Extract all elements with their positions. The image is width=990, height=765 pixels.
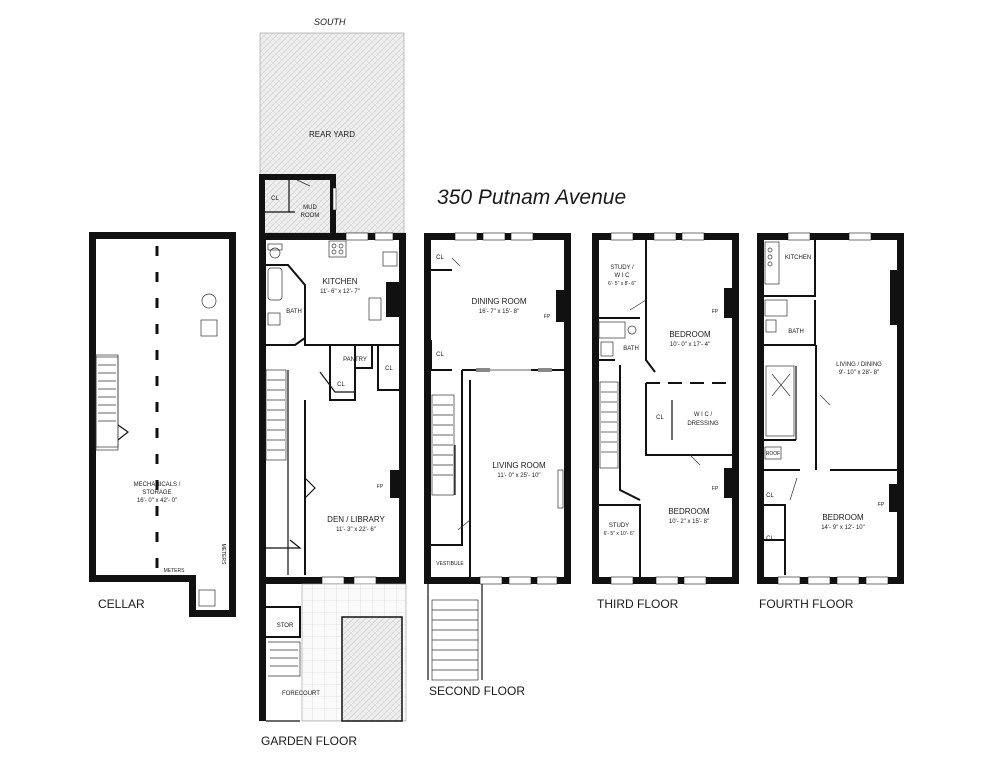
fourth-bedroom-dim: 14'- 9" x 12'- 10" — [821, 525, 865, 531]
fourth-fp-label: FP — [878, 502, 885, 508]
third-wic-label-2: DRESSING — [687, 421, 719, 427]
garden-floor-plan: REAR YARD CL MUD ROOM — [259, 32, 407, 748]
garden-cl3-label: CL — [385, 366, 393, 372]
third-bedroom2-dim: 10'- 2" x 15'- 8" — [669, 519, 709, 525]
dining-room-label: DINING ROOM — [471, 297, 526, 306]
cellar-meters-label: METERS — [164, 568, 186, 574]
cellar-storage-label: STORAGE — [142, 490, 171, 496]
rear-yard-area — [259, 32, 405, 234]
second-floor-name: SECOND FLOOR — [429, 684, 525, 698]
garden-bath-label: BATH — [286, 309, 302, 315]
den-library-label: DEN / LIBRARY — [327, 515, 385, 524]
cellar-plan: MECHANICALS / STORAGE 16'- 0" x 42'- 0" … — [89, 232, 236, 617]
third-study-wic-dim: 6'- 5" x 8'- 6" — [608, 281, 636, 287]
garden-floor-name: GARDEN FLOOR — [261, 734, 357, 748]
second-floor-plan: CL CL FP DINING ROOM 16'- 7" x 15'- 8" L… — [424, 232, 571, 698]
second-cl2-label: CL — [436, 352, 444, 358]
cellar-mechanicals-label: MECHANICALS / — [134, 482, 181, 488]
third-fp1-label: FP — [712, 309, 719, 315]
third-cl-label: CL — [656, 415, 664, 421]
fourth-living-dim: 9'- 10" x 28'- 8" — [839, 370, 879, 376]
cellar-floor-name: CELLAR — [98, 597, 145, 611]
second-cl1-label: CL — [436, 255, 444, 261]
den-library-dim: 11'- 3" x 22'- 6" — [336, 527, 376, 533]
third-study-wic-label-2: W I C — [615, 273, 631, 279]
third-bedroom1-dim: 10'- 0" x 17'- 4" — [670, 342, 710, 348]
cellar-walls — [89, 232, 236, 617]
mud-room-label-1: MUD — [303, 205, 317, 211]
third-bedroom1-label: BEDROOM — [669, 330, 711, 339]
second-fp-label: FP — [544, 314, 551, 320]
fourth-cl1-label: CL — [766, 493, 774, 499]
third-study2-dim: 6'- 5" x 10'- 6" — [604, 531, 635, 537]
third-floor-name: THIRD FLOOR — [597, 597, 679, 611]
cellar-mechanicals-dim: 16'- 0" x 42'- 0" — [137, 498, 177, 504]
plan-title: 350 Putnam Avenue — [437, 186, 626, 209]
pantry-label: PANTRY — [343, 357, 367, 363]
living-room-dim: 11'- 0" x 25'- 10" — [497, 473, 540, 479]
third-bath-label: BATH — [623, 346, 639, 352]
fourth-roof-label: ROOF — [766, 451, 780, 457]
garden-cl2-label: CL — [337, 382, 345, 388]
third-study2-label: STUDY — [609, 523, 629, 529]
fourth-bedroom-label: BEDROOM — [822, 513, 864, 522]
third-bedroom2-label: BEDROOM — [668, 507, 710, 516]
orientation-label: SOUTH — [314, 17, 346, 27]
third-study-wic-label-1: STUDY / — [610, 265, 634, 271]
garden-kitchen-dim: 11'- 6" x 12'- 7" — [320, 289, 360, 295]
cellar-meters-vertical-label: METERS — [220, 544, 226, 566]
living-room-label: LIVING ROOM — [492, 461, 546, 470]
garden-cl-label: CL — [271, 196, 279, 202]
third-wic-label-1: W I C / — [694, 412, 713, 418]
fourth-kitchen-label: KITCHEN — [785, 255, 811, 261]
dining-room-dim: 16'- 7" x 15'- 8" — [479, 309, 519, 315]
fourth-floor-plan: KITCHEN BATH LIVING / DINING 9'- 10" x 2… — [757, 232, 904, 611]
mud-room-label-2: ROOM — [301, 213, 320, 219]
fourth-living-label: LIVING / DINING — [836, 362, 882, 368]
garden-fp-label: FP — [377, 484, 384, 490]
rear-yard-label: REAR YARD — [309, 130, 355, 139]
fourth-cl2-label: CL — [766, 536, 774, 542]
third-floor-plan: STUDY / W I C 6'- 5" x 8'- 6" FP BEDROOM… — [592, 232, 739, 611]
forecourt-label: FORECOURT — [282, 691, 320, 697]
fourth-floor-name: FOURTH FLOOR — [759, 597, 854, 611]
third-fp2-label: FP — [712, 486, 719, 492]
fourth-bath-label: BATH — [788, 329, 804, 335]
stor-label: STOR — [277, 623, 294, 629]
vestibule-label: VESTIBULE — [436, 561, 464, 567]
garden-kitchen-label: KITCHEN — [322, 277, 357, 286]
